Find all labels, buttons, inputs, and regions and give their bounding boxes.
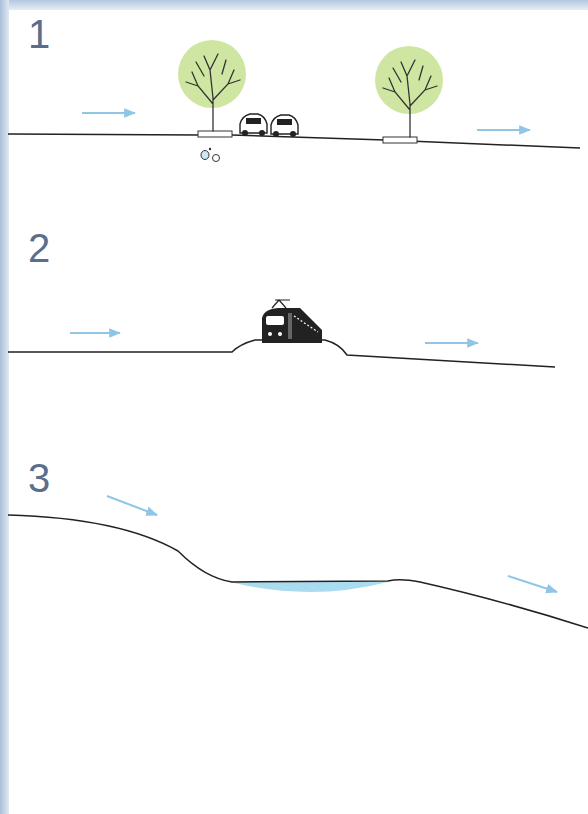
railway-scene (8, 300, 555, 367)
bubbles (201, 148, 220, 162)
car-icons (240, 114, 298, 137)
panel-number: 1 (28, 14, 50, 54)
train-icon (262, 300, 322, 343)
side-band (0, 0, 9, 814)
pond-scene (8, 496, 588, 628)
panel-number: 2 (28, 228, 50, 268)
panel-number: 3 (28, 458, 50, 498)
street-scene (8, 40, 580, 162)
top-band (0, 0, 588, 10)
